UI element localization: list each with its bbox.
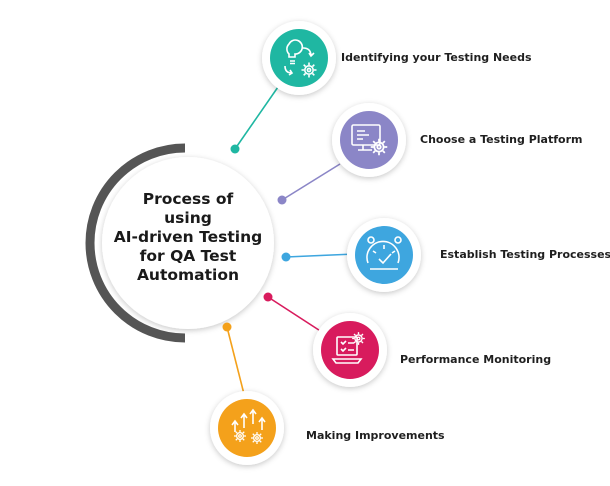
- connector-step-2: [281, 163, 341, 201]
- step-node-3: [347, 218, 421, 292]
- connector-dot-5: [222, 322, 232, 332]
- center-title-line: using: [164, 209, 212, 227]
- step-node-4: [313, 313, 387, 387]
- gauge-process-icon: [366, 236, 402, 270]
- step-label-1: Identifying your Testing Needs: [341, 51, 532, 64]
- connector-dot-1: [230, 144, 240, 154]
- center-title-line: Automation: [136, 266, 240, 284]
- center-title-line: for QA Test: [139, 247, 237, 265]
- center-arc: [85, 143, 186, 343]
- laptop-checklist-gear-icon: [331, 331, 366, 364]
- step-node-1: [262, 21, 336, 95]
- connector-dot-2: [277, 195, 287, 205]
- connector-dot-3: [281, 252, 291, 262]
- center-title-line: Process of: [142, 190, 234, 208]
- step-label-4: Performance Monitoring: [400, 353, 552, 366]
- connector-step-4: [267, 296, 326, 335]
- lightbulb-gear-icon: [284, 39, 318, 79]
- connector-step-5: [226, 326, 246, 399]
- step-label-5: Making Improvements: [306, 429, 445, 442]
- arrows-up-gears-icon: [231, 408, 266, 445]
- monitor-gear-icon: [351, 124, 389, 157]
- center-circle: [102, 157, 274, 329]
- step-node-5: [210, 391, 284, 465]
- step-label-3: Establish Testing Processes: [440, 248, 610, 261]
- connector-step-1: [234, 86, 279, 150]
- connector-dot-4: [263, 292, 273, 302]
- connector-step-3: [285, 253, 356, 258]
- step-label-2: Choose a Testing Platform: [420, 133, 583, 146]
- center-title: Process of using AI-driven Testing for Q…: [108, 190, 268, 285]
- step-node-2: [332, 103, 406, 177]
- connectors: [222, 86, 356, 399]
- center-title-line: AI-driven Testing: [113, 228, 263, 246]
